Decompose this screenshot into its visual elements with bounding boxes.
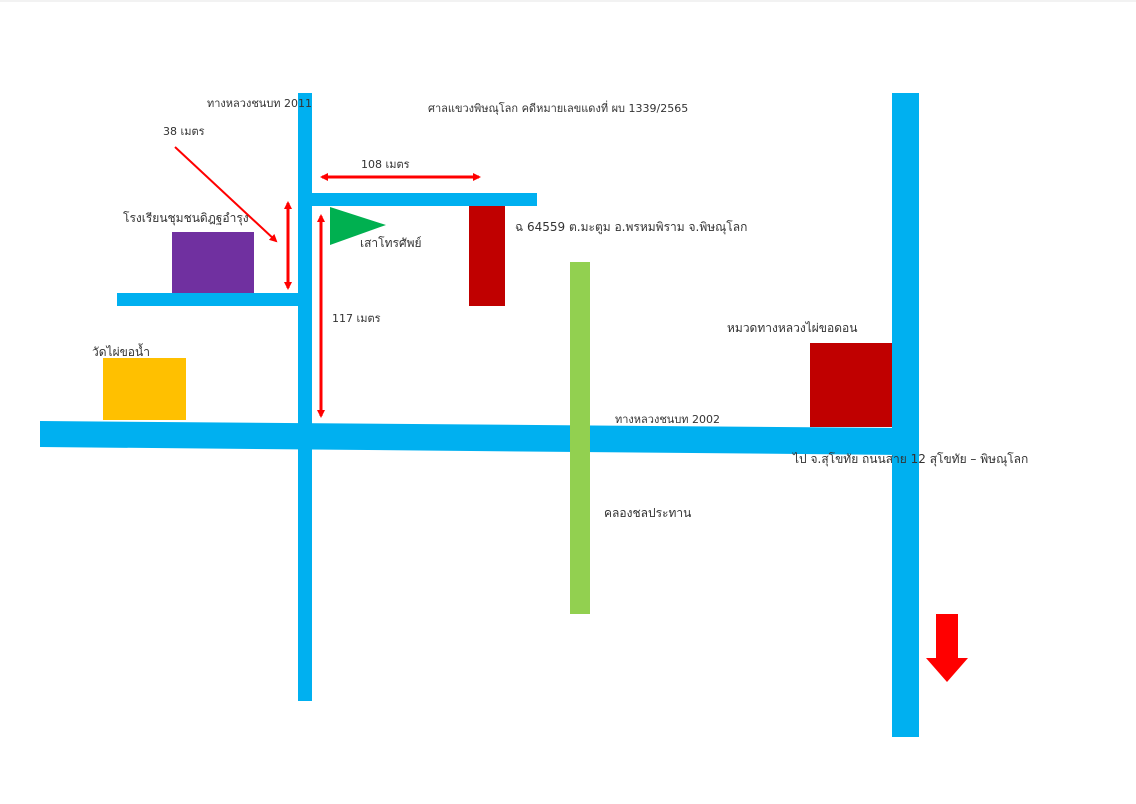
temple-label: วัดไผ่ขอน้ำ	[92, 343, 150, 359]
road-2011-label: ทางหลวงชนบท 2011	[207, 97, 312, 110]
highway-office-label: หมวดทางหลวงไผ่ขอดอน	[727, 321, 857, 335]
distance-38-label: 38 เมตร	[163, 125, 205, 138]
school-building	[172, 232, 254, 293]
property-building	[469, 206, 505, 306]
road-2002-horizontal	[40, 421, 905, 455]
court-case-label: ศาลแขวงพิษณุโลก คดีหมายเลขแดงที่ ผบ 1339…	[428, 100, 688, 115]
temple-building	[103, 358, 186, 420]
highway-office-building	[810, 343, 892, 427]
road-2002-label: ทางหลวงชนบท 2002	[615, 413, 720, 426]
road-2011-vertical	[298, 93, 312, 701]
distance-117-label: 117 เมตร	[332, 312, 381, 325]
property-address-label: ฉ 64559 ต.มะตูม อ.พรหมพิราม จ.พิษณุโลก	[515, 220, 747, 235]
irrigation-canal	[570, 262, 590, 614]
road-12-vertical	[892, 93, 919, 737]
school-label: โรงเรียนชุมชนดิฎฐอำรุง	[123, 211, 249, 226]
canal-label: คลองชลประทาน	[604, 506, 691, 520]
side-road-top	[312, 193, 537, 206]
telephone-pole-label: เสาโทรศัพย์	[360, 236, 422, 250]
flag-triangle-icon	[330, 207, 386, 245]
distance-108-label: 108 เมตร	[361, 158, 410, 171]
side-road-left	[117, 293, 298, 306]
top-border	[0, 0, 1136, 2]
down-arrow-icon	[926, 614, 968, 682]
pointer-38-arrow	[174, 146, 278, 243]
to-sukhothai-label: ไป จ.สุโขทัย ถนนสาย 12 สุโขทัย – พิษณุโล…	[792, 452, 1028, 467]
